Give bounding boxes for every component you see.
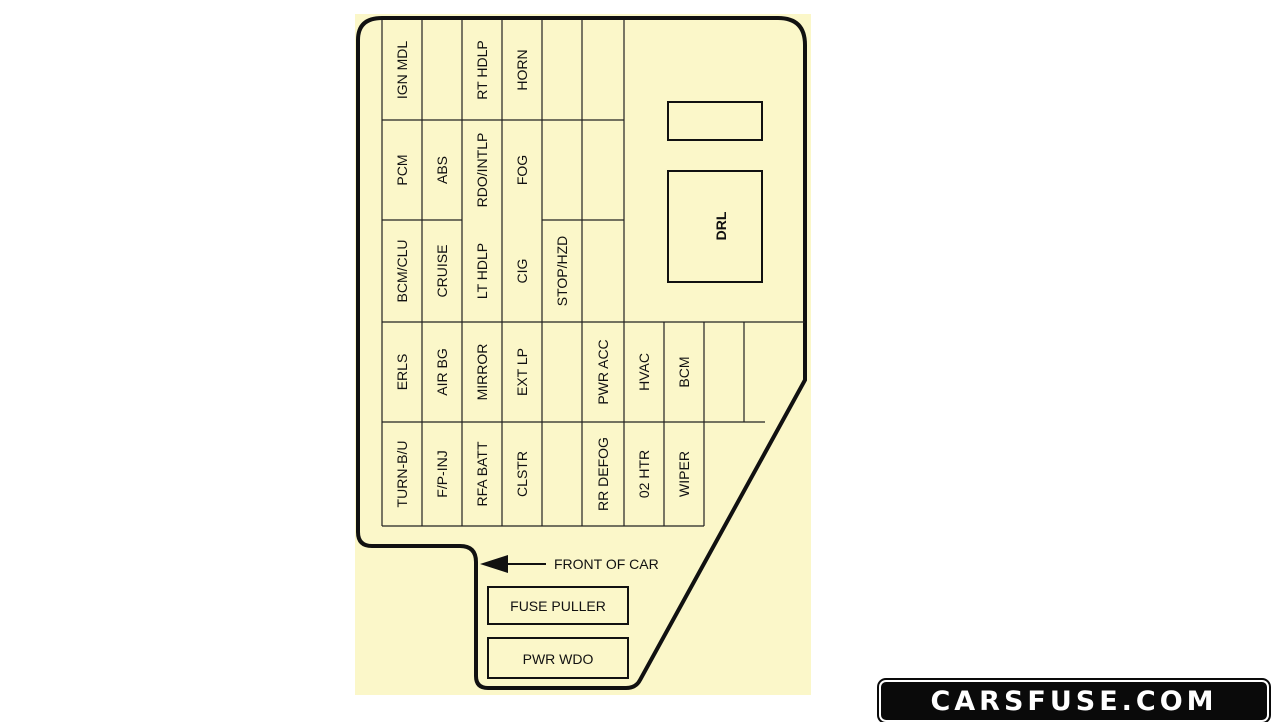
fuse-stop-hzd: STOP/HZD [554, 236, 570, 307]
fuse-fp-inj: F/P-INJ [434, 450, 450, 497]
fuse-mirror: MIRROR [474, 344, 490, 401]
fuse-grid [381, 20, 805, 527]
fuse-o2-htr: 02 HTR [636, 450, 652, 498]
front-of-car-label: FRONT OF CAR [554, 556, 659, 572]
fuse-cruise: CRUISE [434, 245, 450, 298]
fuse-ext-lp: EXT LP [514, 348, 530, 396]
fuse-bcm-clu: BCM/CLU [394, 239, 410, 302]
fuse-pwr-acc: PWR ACC [595, 339, 611, 404]
fuse-abs: ABS [434, 156, 450, 184]
diagram-background [355, 14, 811, 695]
small-relay-box [667, 101, 763, 141]
fuse-wiper: WIPER [676, 451, 692, 497]
fuse-erls: ERLS [394, 354, 410, 391]
fuse-puller-label: FUSE PULLER [510, 598, 606, 614]
fuse-pcm: PCM [394, 154, 410, 185]
fuse-rfa-batt: RFA BATT [474, 441, 490, 507]
fuse-puller-box [487, 586, 629, 625]
fuse-horn: HORN [514, 49, 530, 90]
fuse-fog: FOG [514, 155, 530, 185]
fuse-rdo-intlp: RDO/INTLP [474, 133, 490, 208]
fuse-lt-hdlp: LT HDLP [474, 243, 490, 299]
fuse-air-bg: AIR BG [434, 348, 450, 395]
drl-relay-label: DRL [713, 211, 729, 240]
pwr-wdo-label: PWR WDO [523, 651, 594, 667]
pwr-wdo-box [487, 637, 629, 679]
arrow-left-icon [480, 555, 546, 573]
carsfuse-watermark: CARSFUSE.COM [879, 680, 1269, 722]
fuse-cig: CIG [514, 259, 530, 284]
fuse-box-outline [356, 16, 807, 690]
fuse-rr-defog: RR DEFOG [595, 437, 611, 511]
fuse-turn-bu: TURN-B/U [394, 441, 410, 508]
fuse-hvac: HVAC [636, 353, 652, 391]
fuse-clstr: CLSTR [514, 451, 530, 497]
fuse-bcm: BCM [676, 356, 692, 387]
drl-relay-box [667, 170, 763, 283]
fuse-ign-mdl: IGN MDL [394, 41, 410, 100]
fuse-rt-hdlp: RT HDLP [474, 40, 490, 99]
watermark-text: CARSFUSE.COM [930, 685, 1218, 717]
